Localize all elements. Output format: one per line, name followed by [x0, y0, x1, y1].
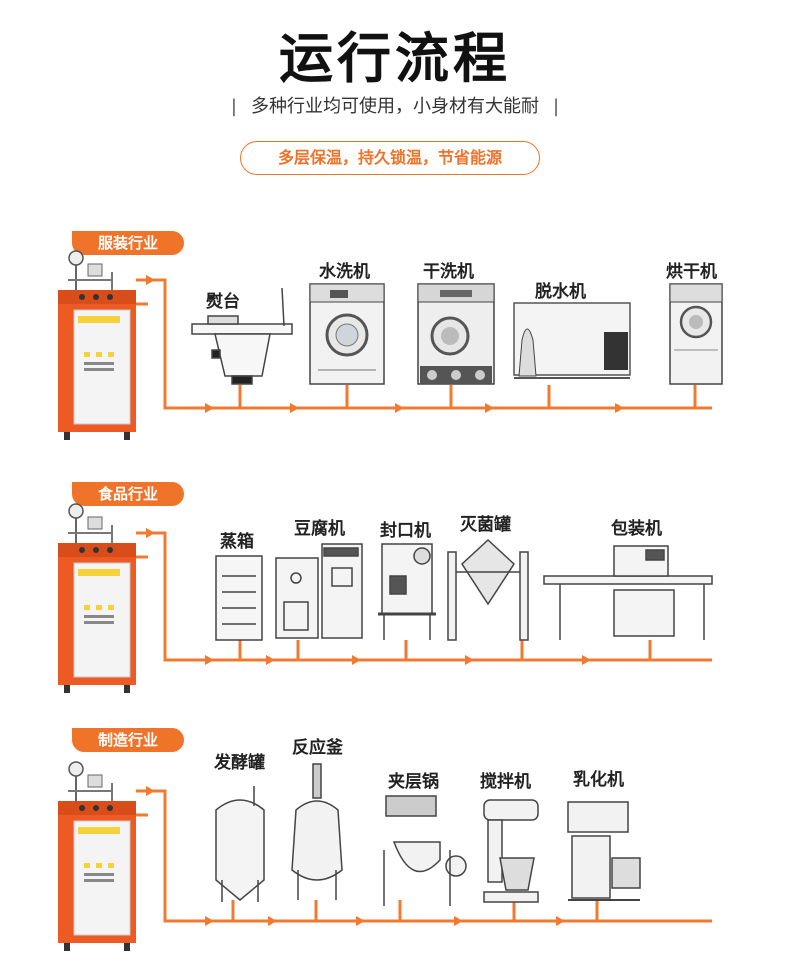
sterilizer-image — [447, 538, 529, 641]
tag-food: 食品行业 — [72, 482, 184, 506]
divider-right: | — [553, 96, 560, 117]
label-ironing-table: 熨台 — [206, 292, 240, 312]
label-sterilizer: 灭菌罐 — [460, 515, 511, 535]
label-mixer: 搅拌机 — [480, 772, 531, 792]
label-fermenter: 发酵罐 — [214, 753, 265, 773]
tofu-machine-image — [275, 543, 363, 639]
feature-pill: 多层保温，持久锁温，节省能源 — [240, 141, 540, 175]
page-subtitle: | 多种行业均可使用，小身材有大能耐 | — [0, 92, 790, 118]
page-title: 运行流程 — [279, 27, 511, 90]
reactor-image — [291, 763, 343, 900]
label-washer: 水洗机 — [319, 262, 370, 282]
label-tofu-machine: 豆腐机 — [294, 519, 345, 539]
dryer-image — [669, 283, 723, 385]
subtitle-text: 多种行业均可使用，小身材有大能耐 — [251, 96, 539, 117]
steamer-image — [215, 555, 263, 641]
boiler-apparel — [57, 250, 137, 441]
jacketed-kettle-image — [383, 795, 467, 906]
tag-manufacturing: 制造行业 — [72, 728, 184, 752]
boiler-manufacturing — [57, 761, 137, 952]
label-dryer: 烘干机 — [666, 262, 717, 282]
label-steamer: 蒸箱 — [220, 532, 254, 552]
mixer-image — [483, 799, 539, 903]
label-emulsifier: 乳化机 — [573, 770, 624, 790]
label-reactor: 反应釜 — [292, 738, 343, 758]
label-jacketed-kettle: 夹层锅 — [388, 772, 439, 792]
packaging-machine-image — [543, 545, 713, 640]
dehydrator-image — [513, 302, 631, 379]
label-dry-cleaner: 干洗机 — [423, 262, 474, 282]
fermenter-image — [215, 786, 265, 902]
emulsifier-image — [567, 801, 641, 901]
ironing-table-image — [191, 287, 293, 385]
dry-cleaner-image — [417, 283, 495, 385]
boiler-food — [57, 503, 137, 694]
label-sealer: 封口机 — [380, 521, 431, 541]
label-packaging-machine: 包装机 — [611, 519, 662, 539]
tag-apparel: 服装行业 — [72, 231, 184, 255]
divider-left: | — [230, 96, 237, 117]
washer-image — [309, 283, 385, 385]
sealer-image — [378, 543, 436, 640]
label-dehydrator: 脱水机 — [535, 282, 586, 302]
